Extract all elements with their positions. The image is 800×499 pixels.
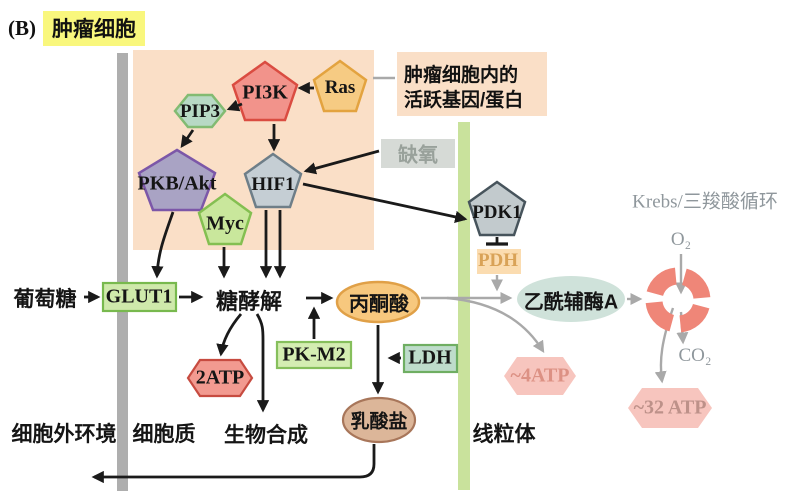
ras-label: Ras (324, 77, 356, 98)
figure-letter: (B) (8, 16, 36, 40)
pdk1-label: PDK1 (472, 202, 522, 223)
acetylcoa-label: 乙酰辅酶A (523, 291, 619, 314)
myc-label: Myc (206, 212, 244, 235)
4atp-label: ~4ATP (510, 364, 570, 387)
pkb-akt-pentagon (137, 148, 217, 212)
biosynthesis-label: 生物合成 (224, 424, 308, 447)
hypoxia-to-hif1-arrow (303, 149, 380, 175)
glycolysis-to-2atp-arrow (216, 313, 243, 357)
glycolysis-to-biosynthesis-arrow (255, 313, 270, 413)
pkb-to-glut1-arrow (151, 211, 175, 279)
pyruvate-to-4atp-arrow (446, 296, 545, 354)
32atp-hexagon (628, 388, 712, 428)
glut1-box (101, 281, 178, 313)
pkb-akt-label: PKB/Akt (137, 172, 217, 195)
hypoxia-label: 缺氧 (398, 144, 438, 167)
pip3-to-pkb-arrow (180, 129, 195, 149)
glycolysis-label: 糖酵解 (215, 289, 283, 314)
ldh-box (402, 343, 459, 374)
pi3k-pentagon (231, 60, 299, 122)
pi3k-label: PI3K (242, 81, 288, 104)
hif1-label: HIF1 (251, 174, 295, 195)
pip3-hexagon (173, 93, 227, 129)
2atp-hexagon (186, 358, 254, 398)
figure-title-highlight: 肿瘤细胞 (43, 11, 145, 46)
ldh-label: LDH (408, 346, 452, 369)
ras-pentagon (312, 59, 368, 113)
o2-label: O₂ (670, 229, 692, 250)
32atp-label: ~32 ATP (633, 396, 707, 419)
annotation-line-2: 活跃基因/蛋白 (404, 90, 524, 111)
mitochondria-label: 线粒体 (472, 423, 536, 446)
krebs-cycle-ring (645, 267, 711, 333)
pyruvate-label: 丙酮酸 (349, 293, 409, 316)
pi3k-to-pip3-arrow (226, 99, 243, 112)
2atp-label: 2ATP (195, 366, 245, 389)
myc-pentagon (197, 192, 253, 246)
pdh-box (477, 249, 521, 274)
lactate-export-arrow (91, 444, 376, 484)
co2-label: CO₂ (678, 345, 712, 366)
cell-membrane-bar (117, 53, 128, 491)
lactate-label: 乳酸盐 (350, 411, 408, 433)
acetylcoa-ellipse (517, 276, 625, 322)
annotation-line-1: 肿瘤细胞内的 (404, 65, 519, 86)
krebs-title-label: Krebs/三羧酸循环 (632, 191, 778, 213)
annotation-callout-box (397, 52, 547, 116)
hif1-pentagon (243, 152, 303, 209)
pkm2-label: PK-M2 (282, 343, 346, 366)
glut1-label: GLUT1 (105, 285, 173, 308)
glucose-label: 葡萄糖 (13, 288, 77, 311)
figure-title: (B) 肿瘤细胞 (8, 11, 145, 46)
pdk1-pentagon (467, 180, 527, 237)
lactate-ellipse (341, 396, 417, 444)
hypoxia-box (381, 139, 455, 168)
pdh-label: PDH (477, 250, 519, 271)
pyruvate-ellipse (335, 280, 421, 324)
cytoplasm-label: 细胞质 (132, 423, 196, 446)
4atp-hexagon (504, 357, 576, 395)
pkm2-box (275, 340, 353, 370)
pip3-label: PIP3 (179, 101, 221, 122)
extracellular-label: 细胞外环境 (11, 423, 117, 446)
hif1-to-pdk1-arrow (302, 182, 468, 223)
